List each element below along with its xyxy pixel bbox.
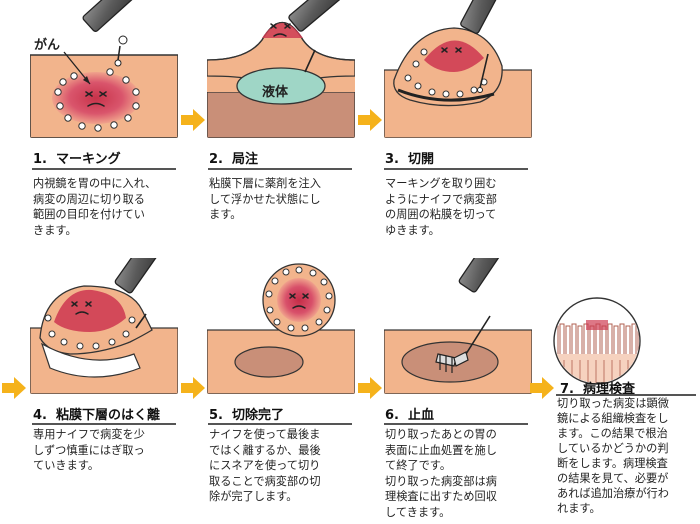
step2-rule [208, 168, 352, 170]
step7-title: 7. 病理検査 [560, 382, 636, 397]
arrow-6-7 [530, 377, 554, 399]
step2-illustration [207, 0, 355, 138]
step6-rule [384, 423, 528, 425]
step3-rule [384, 168, 528, 170]
step5-description: ナイフを使って最後まではく離するか、最後にスネアを使って切り 取ることで病変部の… [209, 428, 321, 503]
endoscope-icon [114, 258, 161, 329]
step4-title: 4. 粘膜下層のはく離 [33, 408, 161, 423]
step5-illustration [207, 258, 355, 394]
endoscope-icon [460, 0, 504, 93]
arrow-2-3 [358, 109, 382, 131]
step6-title: 6. 止血 [385, 408, 435, 423]
step6-description: 切り取ったあとの胃の表面に止血処置を施して終了です。 切り取った病変部は病理検査… [385, 428, 497, 519]
endoscope-icon [458, 258, 507, 355]
step2-title: 2. 局注 [209, 152, 259, 167]
step7-microscope-view [552, 296, 642, 386]
step3-title: 3. 切開 [385, 152, 435, 167]
step3-description: マーキングを取り囲むようにナイフで病変部 の周囲の粘膜を切ってゆきます。 [385, 177, 497, 237]
step3-illustration [384, 0, 532, 138]
step5-rule [208, 423, 352, 425]
arrow-1-2 [181, 109, 205, 131]
arrow-5-6 [358, 377, 382, 399]
arrow-into-4 [2, 377, 26, 399]
step1-description: 内視鏡を胃の中に入れ、病変の周辺に切り取る 範囲の目印を付けていきます。 [33, 177, 157, 237]
step5-title: 5. 切除完了 [209, 408, 285, 423]
step6-illustration [384, 258, 532, 394]
hemostasis-clip-icon [435, 351, 469, 373]
arrow-4-5 [181, 377, 205, 399]
step4-rule [32, 423, 176, 425]
fluid-label: 液体 [262, 85, 289, 100]
step1-title: 1. マーキング [33, 152, 121, 167]
step7-description: 切り取った病変は顕微鏡による組織検査をします。この結果で根治 しているかどうかの… [557, 397, 669, 515]
cancer-label: がん [34, 38, 61, 53]
step1-rule [32, 168, 176, 170]
step4-description: 専用ナイフで病変を少しずつ慎重にはぎ取っていきます。 [33, 428, 145, 472]
step4-illustration [30, 258, 178, 394]
endoscope-icon [82, 0, 141, 67]
step2-description: 粘膜下層に薬剤を注入して浮かせた状態にします。 [209, 177, 321, 221]
step7-rule [556, 394, 696, 396]
step1-illustration [30, 0, 178, 138]
endoscope-icon [288, 0, 346, 73]
